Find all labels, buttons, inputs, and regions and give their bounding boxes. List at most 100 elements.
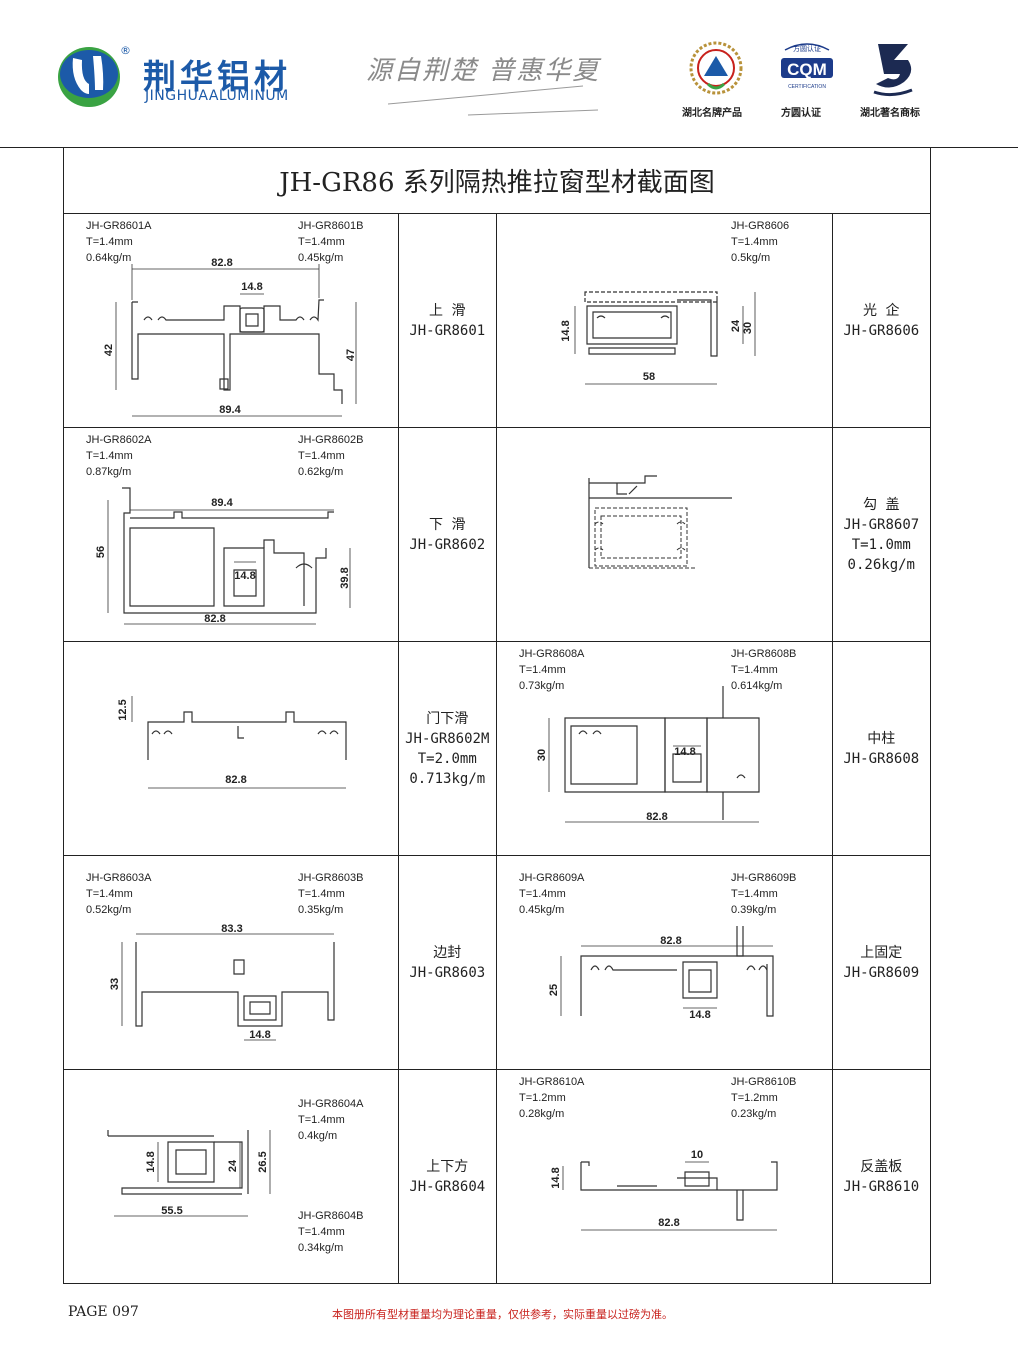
profile-code: JH-GR8604 (409, 1178, 486, 1195)
dim-label: 47 (345, 349, 357, 361)
profile-drawing-gr8604: 14.8 24 26.5 55.5 (107, 1130, 271, 1217)
profile-thickness: T=1.0mm (851, 536, 911, 553)
dim-label: 89.4 (219, 404, 241, 416)
dim-label: 14.8 (234, 570, 255, 582)
figure-cell (495, 427, 833, 642)
dim-label: 33 (109, 978, 121, 990)
profile-name: 上下方 (426, 1158, 469, 1175)
profile-code: JH-GR8608 (843, 750, 920, 767)
dim-label: 14.8 (689, 1009, 710, 1021)
profile-code: JH-GR8602M (405, 730, 490, 747)
slogan: 源自荆楚 普惠华夏 (366, 56, 601, 86)
dim-label: 82.8 (646, 811, 667, 823)
profile-label-cell: 反盖板 JH-GR8610 (831, 1069, 932, 1284)
cqm-text: CQM (787, 60, 827, 79)
page-number: PAGE 097 (68, 1304, 139, 1320)
profile-thickness: T=2.0mm (417, 750, 477, 767)
profile-code: JH-GR8606 (843, 322, 920, 339)
profile-name: 上固定 (860, 944, 903, 961)
dim-label: 82.8 (225, 774, 246, 786)
dim-label: 55.5 (161, 1205, 182, 1217)
cqm-ring-text: 方圆认证 (793, 44, 821, 53)
dim-label: 42 (103, 344, 115, 356)
profile-drawing-gr8603: 83.3 33 14.8 (109, 923, 335, 1041)
dim-label: 89.4 (211, 497, 233, 509)
profile-weight: 0.713kg/m (409, 770, 486, 787)
profile-name: 中柱 (867, 730, 896, 747)
dim-label: 14.8 (550, 1167, 562, 1188)
profile-label-cell: 光 企 JH-GR8606 (831, 213, 932, 428)
profile-label-cell: 门下滑 JH-GR8602M T=2.0mm 0.713kg/m (397, 641, 497, 856)
dim-label: 26.5 (257, 1151, 269, 1172)
dim-label: 30 (536, 749, 548, 761)
cqm-certification-icon: CQM 方圆认证 CERTIFICATION (781, 43, 833, 90)
profile-name: 下 滑 (429, 516, 466, 533)
dim-label: 58 (643, 371, 655, 383)
slogan-swoosh (388, 85, 599, 116)
profile-name: 门下滑 (426, 710, 469, 727)
badge-caption-hubei-brand: 湖北名牌产品 (682, 108, 742, 119)
profile-drawing-gr8608: 30 14.8 82.8 (536, 686, 760, 823)
dim-label: 24 (227, 1159, 239, 1172)
dim-label: 82.8 (660, 935, 681, 947)
profile-code: JH-GR8602 (409, 536, 486, 553)
profile-drawing-gr8610: 14.8 10 82.8 (550, 1149, 778, 1231)
figure-cell: 12.5 82.8 (63, 641, 399, 856)
profile-label-cell: 上固定 JH-GR8609 (831, 855, 932, 1070)
company-logo-icon (58, 47, 120, 107)
hubei-brand-seal-icon (689, 41, 743, 95)
dim-label: 30 (742, 322, 754, 334)
dim-label: 10 (691, 1149, 703, 1161)
dim-label: 14.8 (560, 320, 572, 341)
profile-name: 勾 盖 (863, 496, 900, 513)
cqm-sub-text: CERTIFICATION (788, 84, 826, 90)
profile-name: 反盖板 (860, 1158, 903, 1175)
profile-drawing-gr8609: 82.8 25 14.8 (548, 926, 774, 1021)
company-name-en: JINGHUAALUMINUM (145, 88, 289, 104)
dim-label: 82.8 (211, 257, 232, 269)
page-title: JH-GR86 系列隔热推拉窗型材截面图 (63, 147, 931, 214)
profile-drawing-gr8606: 14.8 24 30 58 (560, 291, 756, 385)
dim-label: 12.5 (117, 699, 129, 720)
registered-mark: ® (120, 44, 131, 57)
dim-label: 24 (730, 319, 742, 332)
badge-caption-famous-trademark: 湖北著名商标 (860, 108, 920, 119)
profile-label-cell: 下 滑 JH-GR8602 (397, 427, 497, 642)
profile-drawing-gr8602: 89.4 56 14.8 39.8 82.8 (95, 487, 351, 625)
dim-label: 14.8 (241, 281, 262, 293)
profile-name: 光 企 (863, 302, 900, 319)
dim-label: 14.8 (145, 1151, 157, 1172)
dim-label: 56 (95, 546, 107, 558)
table-row: 12.5 82.8 门下滑 JH-GR8602M T=2.0mm 0.713kg… (63, 641, 932, 856)
profile-code: JH-GR8607 (843, 516, 920, 533)
profile-weight: 0.26kg/m (847, 556, 915, 573)
profile-drawing-gr8607 (588, 475, 732, 569)
profile-name: 上 滑 (429, 302, 466, 319)
dim-label: 39.8 (339, 567, 351, 588)
famous-trademark-icon (873, 44, 913, 97)
